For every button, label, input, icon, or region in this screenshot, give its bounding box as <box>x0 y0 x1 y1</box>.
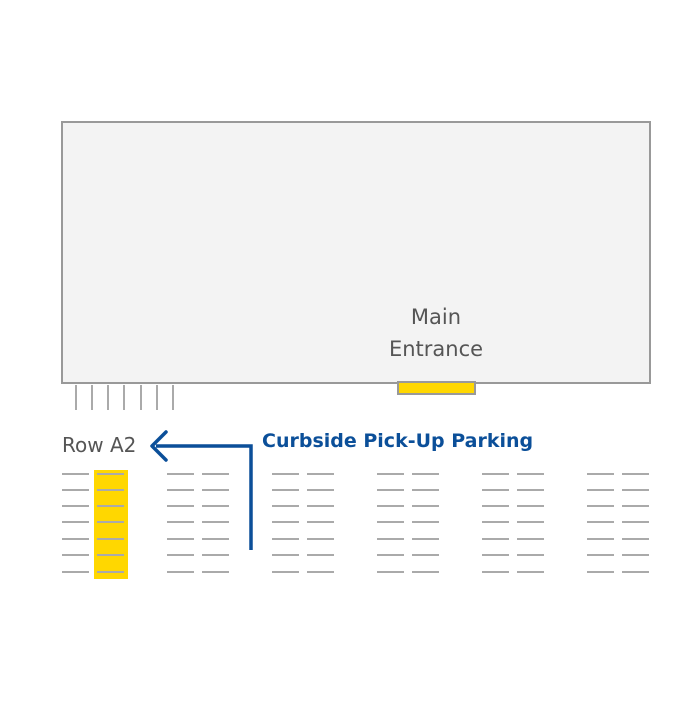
left-arrow-icon <box>156 444 253 550</box>
row-label: Row A2 <box>62 433 136 457</box>
entrance-label-line2: Entrance <box>389 337 483 361</box>
curbside-stall-highlight <box>94 470 128 579</box>
main-entrance-marker <box>397 381 476 395</box>
curbside-callout: Curbside Pick-Up Parking <box>262 430 533 452</box>
side-parking-ticks <box>75 385 174 410</box>
store-building <box>61 121 651 384</box>
arrow-head <box>150 430 168 462</box>
entrance-label-line1: Main <box>411 305 461 329</box>
parking-rows <box>62 473 649 573</box>
